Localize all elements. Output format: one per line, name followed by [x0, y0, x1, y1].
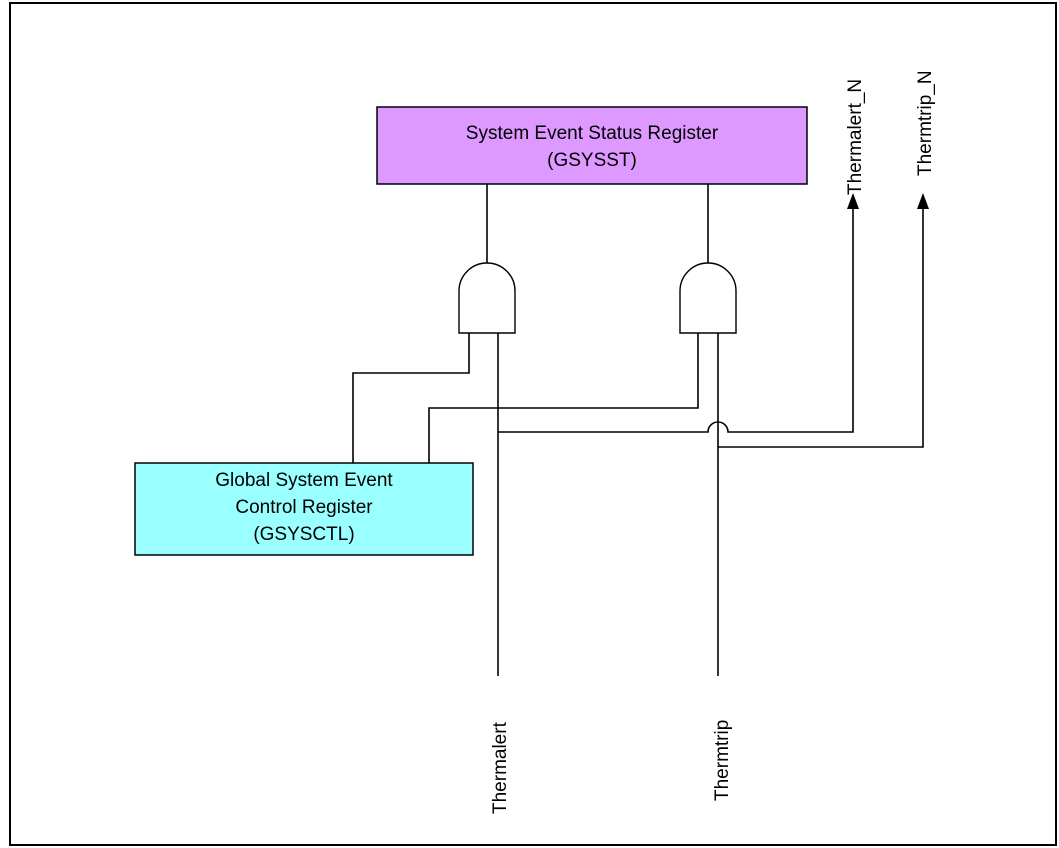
control-register-box: Global System Event Control Register (GS…	[134, 462, 474, 556]
control-register-rect	[134, 462, 474, 556]
control-to-gate2-wire	[428, 333, 699, 463]
control-register-subtitle: Control Register	[235, 497, 373, 518]
thermtrip-label: Thermtrip	[712, 720, 733, 801]
thermalert-label: Thermalert	[490, 721, 511, 814]
control-register-abbrev: (GSYSCTL)	[253, 524, 354, 545]
status-register-box: System Event Status Register (GSYSST)	[376, 106, 808, 185]
status-register-title: System Event Status Register	[466, 123, 719, 144]
status-register-rect	[376, 106, 808, 185]
thermtrip-n-arrow	[917, 193, 929, 209]
status-register-abbrev: (GSYSST)	[547, 150, 637, 171]
thermalert-n-arrow	[847, 193, 859, 209]
control-to-gate1-wire	[352, 333, 470, 463]
and-gate-1	[458, 262, 516, 334]
diagram-frame	[9, 2, 1057, 846]
thermalert-n-output-wire	[498, 206, 854, 433]
thermtrip-n-output-wire	[718, 206, 924, 448]
and-gate-2	[679, 262, 737, 334]
control-register-title: Global System Event	[215, 470, 393, 491]
thermtrip-n-label: Thermtrip_N	[915, 70, 936, 176]
thermalert-n-label: Thermalert_N	[845, 79, 866, 195]
